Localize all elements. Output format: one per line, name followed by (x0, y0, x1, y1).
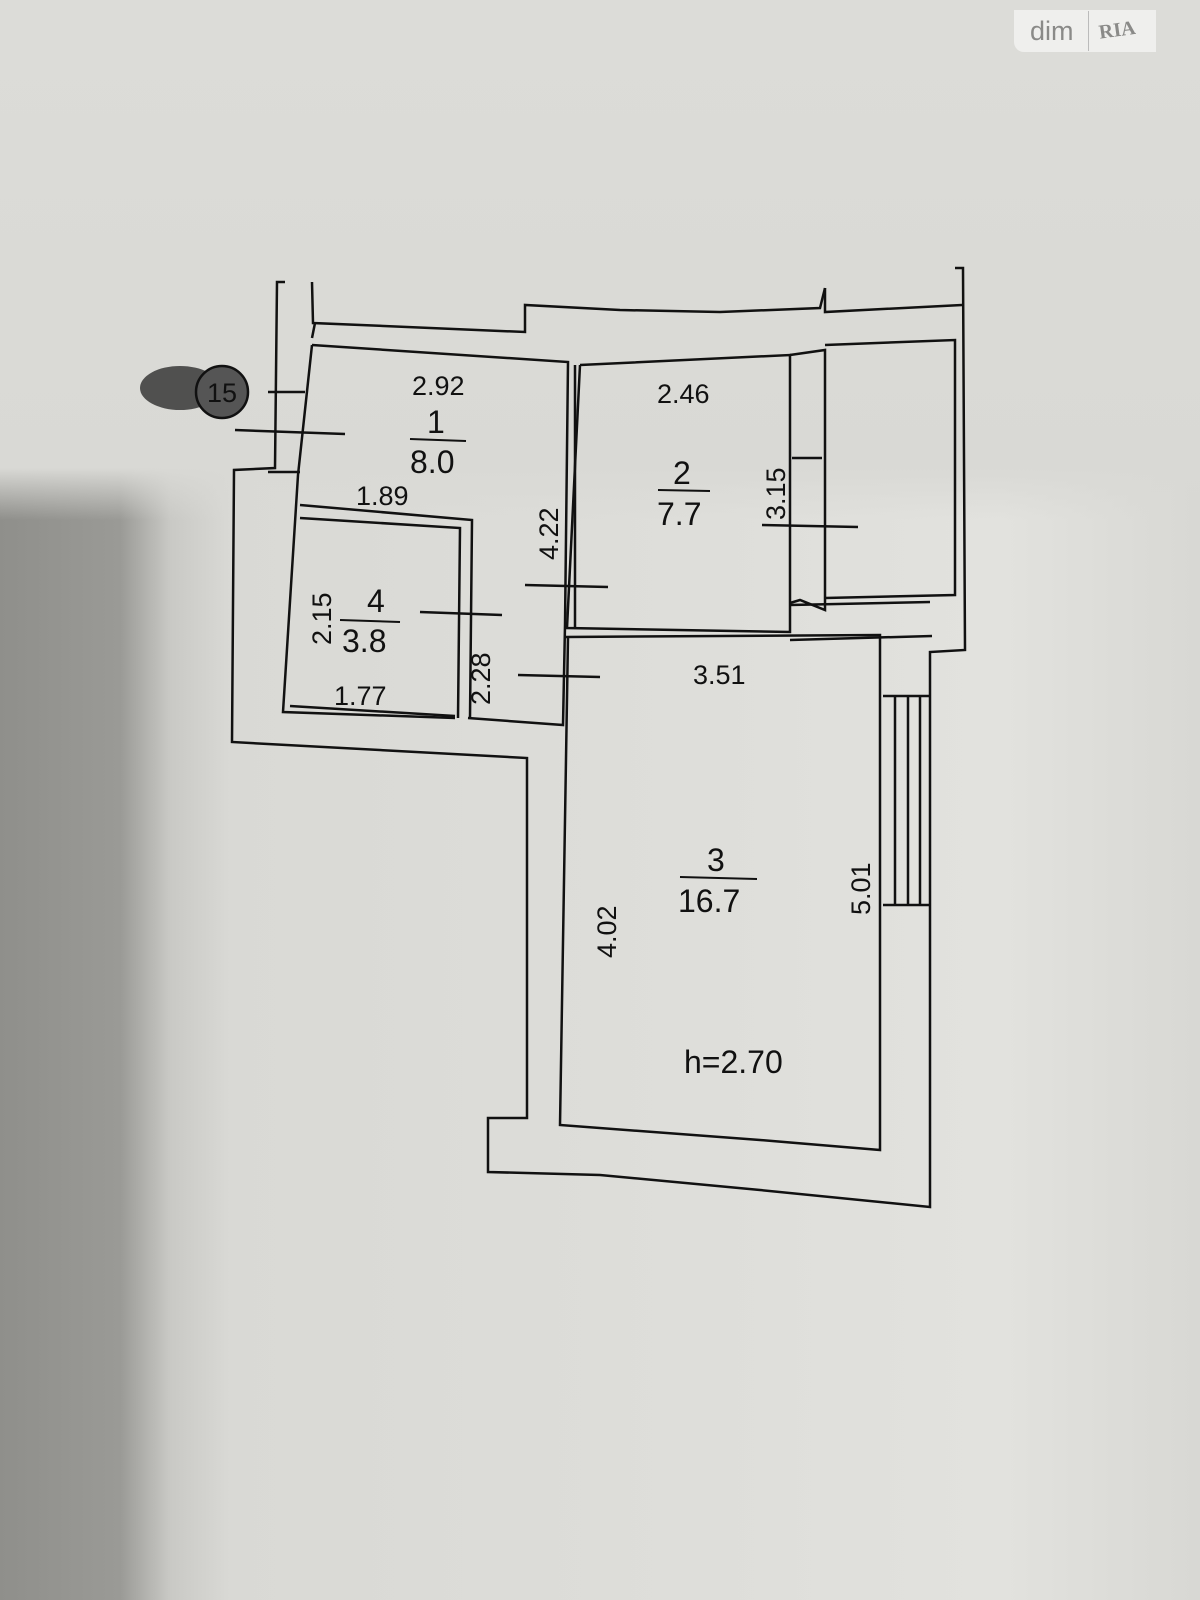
room3-number: 3 (707, 842, 725, 878)
logo-dim: dim (1014, 11, 1089, 51)
dim-room4-height: 2.15 (307, 592, 337, 645)
watermark-logo: dim RIA (1014, 10, 1156, 52)
dim-room2-width: 2.46 (657, 379, 710, 409)
room1-area: 8.0 (410, 444, 454, 480)
ceiling-height: h=2.70 (684, 1044, 783, 1080)
dim-room3-width: 3.51 (693, 660, 746, 690)
room2-number: 2 (673, 455, 691, 491)
paper-background (0, 0, 1200, 520)
walls (230, 266, 967, 1209)
apartment-marker: 15 (140, 364, 250, 420)
dim-room3-left: 4.02 (592, 905, 622, 958)
dim-corridor: 2.28 (466, 652, 496, 705)
room2-area: 7.7 (657, 496, 701, 532)
apartment-number: 15 (207, 378, 237, 408)
labels: 2.92 1 8.0 1.89 4.22 2.46 2 7.7 3.15 3.5… (307, 371, 876, 1080)
room4-area: 3.8 (342, 623, 386, 659)
room1-number: 1 (427, 404, 445, 440)
room4-number: 4 (367, 583, 385, 619)
dim-room1-width: 2.92 (412, 371, 465, 401)
dim-room1-lower: 1.89 (356, 481, 409, 511)
dim-room1-length: 4.22 (534, 507, 564, 560)
dim-room2-length: 3.15 (761, 467, 791, 520)
room3-area: 16.7 (678, 883, 740, 919)
dim-room4-width: 1.77 (334, 681, 387, 711)
dim-room3-right: 5.01 (846, 862, 876, 915)
